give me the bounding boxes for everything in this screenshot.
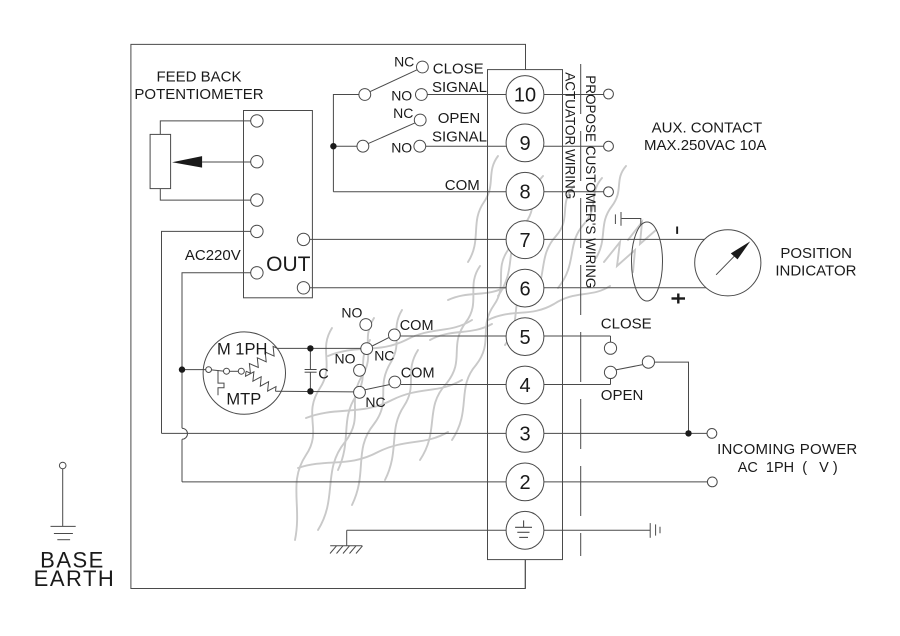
svg-text:NC: NC — [365, 394, 385, 410]
svg-text:3: 3 — [519, 424, 530, 446]
svg-text:4: 4 — [519, 375, 530, 397]
svg-text:5: 5 — [519, 327, 530, 349]
svg-text:NC: NC — [394, 54, 414, 70]
svg-text:INCOMING POWER: INCOMING POWER — [717, 441, 857, 458]
svg-text:CLOSE: CLOSE — [601, 315, 652, 332]
svg-text:OPEN: OPEN — [601, 387, 644, 404]
svg-text:INDICATOR: INDICATOR — [775, 263, 856, 280]
svg-text:6: 6 — [519, 278, 530, 300]
svg-text:7: 7 — [519, 230, 530, 252]
svg-text:POTENTIOMETER: POTENTIOMETER — [134, 86, 263, 103]
svg-text:FEED BACK: FEED BACK — [156, 69, 241, 86]
svg-text:BASE: BASE — [40, 547, 105, 572]
svg-text:C: C — [318, 367, 328, 383]
svg-text:AC220V: AC220V — [185, 247, 241, 264]
svg-text:MTP: MTP — [226, 390, 261, 408]
svg-text:SIGNAL: SIGNAL — [432, 129, 487, 146]
svg-text:NC: NC — [374, 348, 394, 364]
svg-text:8: 8 — [519, 182, 530, 204]
svg-text:EARTH: EARTH — [34, 566, 116, 591]
svg-text:MAX.250VAC 10A: MAX.250VAC 10A — [644, 137, 766, 154]
svg-text:NC: NC — [393, 105, 413, 121]
svg-text:NO: NO — [335, 351, 356, 367]
svg-text:NO: NO — [391, 140, 412, 156]
svg-text:COM: COM — [400, 318, 434, 334]
svg-text:PROPOSE CUSTOMER'S WIRING: PROPOSE CUSTOMER'S WIRING — [583, 75, 598, 288]
svg-text:AC 1PH ( V ): AC 1PH ( V ) — [738, 460, 838, 476]
svg-text:M 1PH: M 1PH — [217, 341, 267, 359]
svg-text:AUX. CONTACT: AUX. CONTACT — [652, 120, 763, 137]
svg-text:10: 10 — [514, 85, 536, 107]
svg-text:OUT: OUT — [266, 253, 311, 276]
svg-text:COM: COM — [445, 177, 480, 194]
svg-text:CLOSE: CLOSE — [433, 60, 484, 77]
svg-text:ACTUATOR WIRING: ACTUATOR WIRING — [562, 72, 577, 199]
svg-text:NO: NO — [341, 304, 362, 320]
svg-text:OPEN: OPEN — [438, 110, 481, 127]
svg-text:POSITION: POSITION — [780, 245, 852, 262]
svg-text:COM: COM — [401, 365, 435, 381]
svg-text:SIGNAL: SIGNAL — [432, 79, 487, 96]
svg-text:2: 2 — [519, 472, 530, 494]
svg-text:NO: NO — [391, 87, 412, 103]
svg-text:9: 9 — [519, 133, 530, 155]
